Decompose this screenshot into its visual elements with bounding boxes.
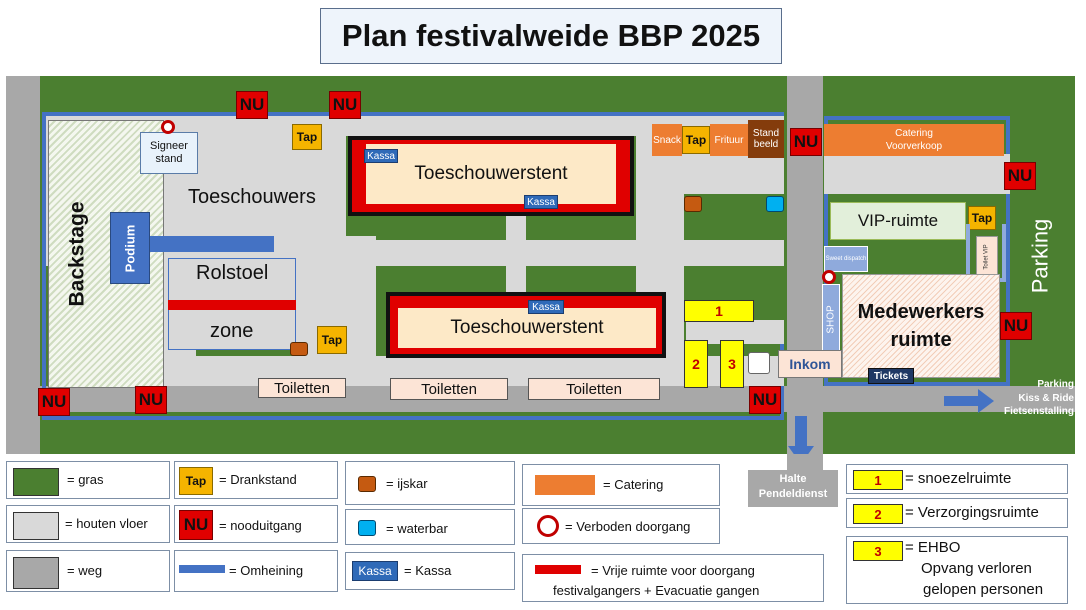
entrance: Inkom xyxy=(778,350,842,378)
swatch-1: 1 xyxy=(853,470,903,490)
ijskar-2 xyxy=(684,196,702,212)
wheelchair-zone-top-label: Rolstoel xyxy=(196,262,269,284)
floor-right-top xyxy=(824,154,1010,194)
legend-snoezel: 1 = snoezelruimte xyxy=(846,464,1068,494)
emergency-exit-2: NU xyxy=(329,91,361,119)
podium: Podium xyxy=(110,212,150,284)
kassa-tent-2: Kassa xyxy=(528,300,564,314)
kassa-tent-1-b: Kassa xyxy=(524,195,558,209)
swatch-tap: Tap xyxy=(179,467,213,495)
emergency-exit-7: NU xyxy=(135,386,167,414)
emergency-exit-3: NU xyxy=(790,128,822,156)
swatch-nu: NU xyxy=(179,510,213,540)
swatch-gras xyxy=(13,468,59,496)
swatch-kassa: Kassa xyxy=(352,561,398,581)
forbidden-passage-legend-icon xyxy=(537,515,559,537)
frituur-stand: Frituur xyxy=(710,124,748,156)
swatch-omheining xyxy=(179,565,225,573)
legend-weg: = weg xyxy=(6,550,170,592)
toilet-vip: Toilet VIP xyxy=(976,236,998,278)
waterbar xyxy=(766,196,784,212)
legend-gras: = gras xyxy=(6,461,170,499)
legend-ehbo: 3 = EHBO Opvang verloren gelopen persone… xyxy=(846,536,1068,604)
evacuation-corridor-wheelchair xyxy=(168,300,296,310)
toilets-3: Toiletten xyxy=(528,378,660,400)
snack-stand: Snack xyxy=(652,124,682,156)
kassa-tent-1-a: Kassa xyxy=(364,149,398,163)
spectators-label: Toeschouwers xyxy=(188,186,316,208)
snoezelruimte-marker: 1 xyxy=(684,300,754,322)
road-halte-extension xyxy=(787,454,823,470)
arrow-down-icon xyxy=(788,416,814,464)
emergency-exit-1: NU xyxy=(236,91,268,119)
toilets-2: Toiletten xyxy=(390,378,508,400)
tickets: Tickets xyxy=(868,368,914,384)
forbidden-passage-icon xyxy=(161,120,175,134)
legend-houten: = houten vloer xyxy=(6,505,170,543)
arrow-right-icon xyxy=(944,389,994,413)
emergency-exit-8: NU xyxy=(749,386,781,414)
legend-kassa: Kassa = Kassa xyxy=(345,552,515,590)
swatch-waterbar xyxy=(358,520,376,536)
spectator-tent-1-inner: Toeschouwerstent xyxy=(366,144,616,204)
legend-drankstand: Tap = Drankstand xyxy=(174,461,338,499)
emergency-exit-4: NU xyxy=(1004,162,1036,190)
spectator-tent-2-inner: Toeschouwerstent xyxy=(398,308,656,348)
swatch-3: 3 xyxy=(853,541,903,561)
swatch-vrije-ruimte xyxy=(535,565,581,574)
catering-voorverkoop: Catering Voorverkoop xyxy=(824,124,1004,156)
swatch-catering xyxy=(535,475,595,495)
sweet-dispatch: Sweet dispatch xyxy=(824,246,868,272)
wheelchair-zone-bottom-label: zone xyxy=(210,320,254,342)
standbeeld: Stand beeld xyxy=(748,120,784,158)
tap-top-left: Tap xyxy=(292,124,322,150)
swatch-weg xyxy=(13,557,59,589)
parking-label: Parking xyxy=(1027,218,1052,294)
tap-vip: Tap xyxy=(968,206,996,230)
podium-fence xyxy=(150,236,274,252)
tap-rolstoel: Tap xyxy=(317,326,347,354)
legend-verboden: = Verboden doorgang xyxy=(522,508,720,544)
legend-waterbar: = waterbar xyxy=(345,509,515,545)
swatch-2: 2 xyxy=(853,504,903,524)
emergency-exit-6: NU xyxy=(38,388,70,416)
halte-pendeldienst: Halte Pendeldienst xyxy=(748,470,838,507)
ehbo-icon xyxy=(748,352,770,374)
forbidden-passage-icon-shop xyxy=(822,270,836,284)
staff-room: Medewerkers ruimte xyxy=(842,274,1000,378)
signeer-stand: Signeer stand xyxy=(140,132,198,174)
swatch-houten xyxy=(13,512,59,540)
toilets-1: Toiletten xyxy=(258,378,346,398)
legend-verzorging: 2 = Verzorgingsruimte xyxy=(846,498,1068,528)
ehbo-marker: 3 xyxy=(720,340,744,388)
ijskar-1 xyxy=(290,342,308,356)
shop: SHOP xyxy=(822,284,840,354)
vip-room: VIP-ruimte xyxy=(830,202,966,240)
legend-catering: = Catering xyxy=(522,464,720,506)
legend-ijskar: = ijskar xyxy=(345,461,515,505)
legend-vrije-ruimte: = Vrije ruimte voor doorgang festivalgan… xyxy=(522,554,824,602)
verzorgingsruimte-marker: 2 xyxy=(684,340,708,388)
parking-links: Parking Kiss & Ride Fietsenstalling xyxy=(1003,379,1074,417)
legend-nooduitgang: NU = nooduitgang xyxy=(174,505,338,543)
festival-map: Backstage Podium Signeer stand Toeschouw… xyxy=(6,76,1075,464)
tap-snack: Tap xyxy=(682,126,710,154)
legend-omheining: = Omheining xyxy=(174,550,338,592)
emergency-exit-5: NU xyxy=(1000,312,1032,340)
backstage-label: Backstage xyxy=(66,201,89,307)
page-title: Plan festivalweide BBP 2025 xyxy=(320,8,782,64)
swatch-ijskar xyxy=(358,476,376,492)
